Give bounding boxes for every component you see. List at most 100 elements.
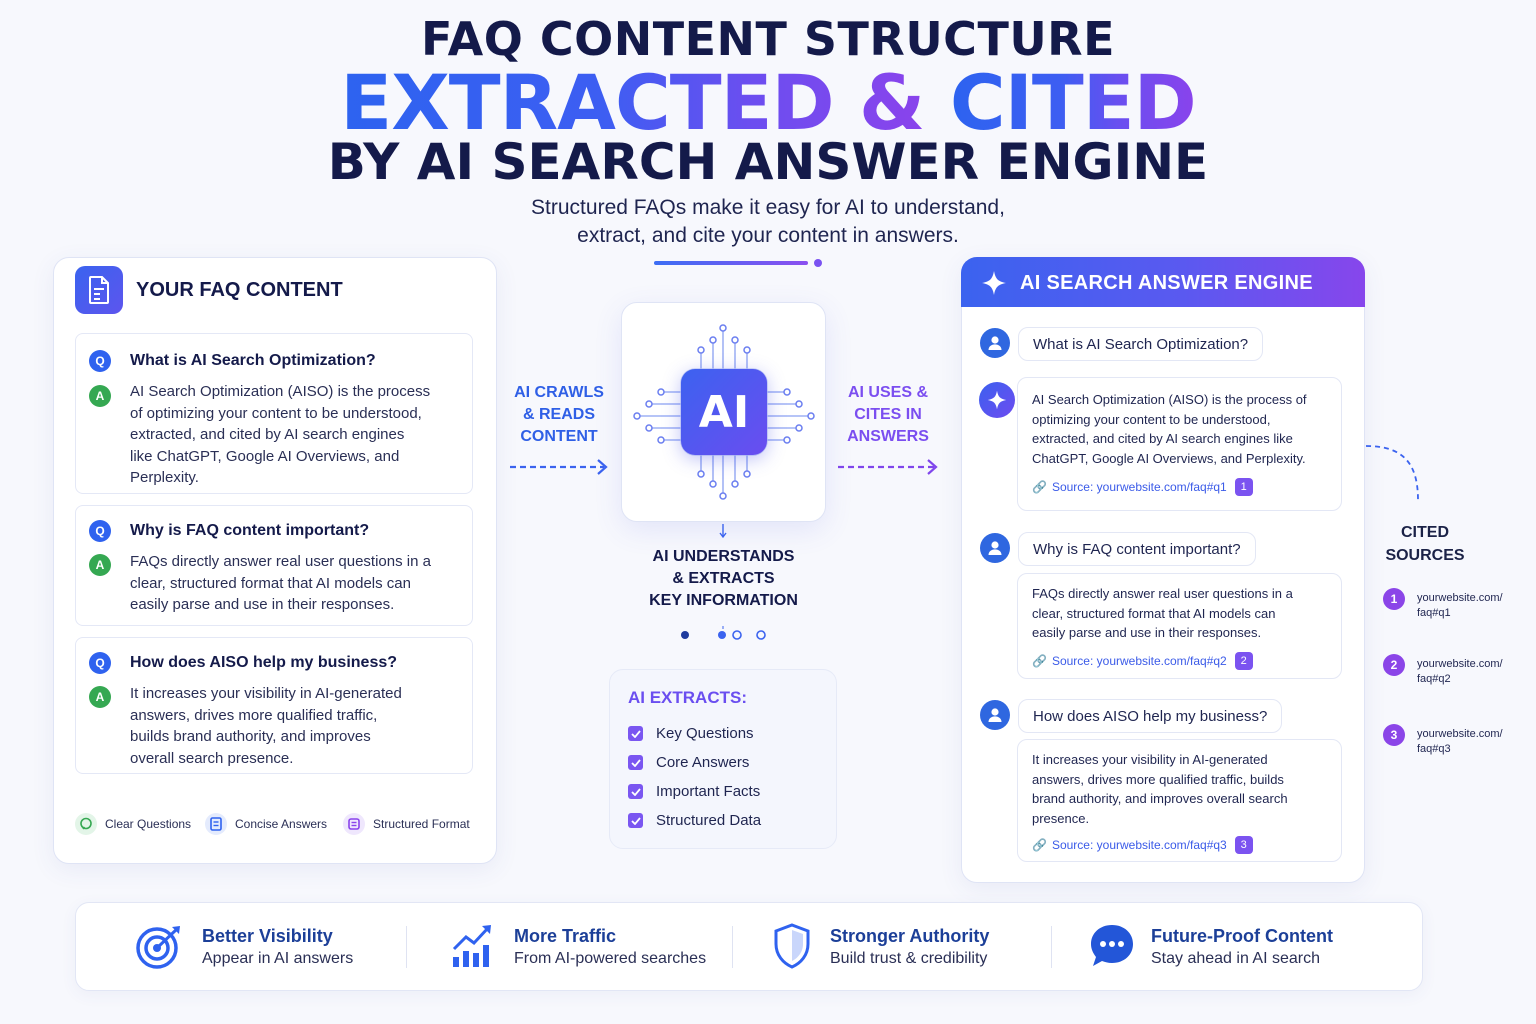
cited-title-line: SOURCES — [1385, 547, 1465, 564]
chat-bubble-icon — [1091, 925, 1133, 966]
extract-label: Important Facts — [656, 783, 761, 800]
document-icon — [75, 266, 123, 314]
headline-main-part-b: CITED — [949, 58, 1197, 147]
answer-line: overall search presence. — [130, 749, 294, 767]
flow-line: KEY INFORMATION — [649, 592, 798, 609]
source-link-3[interactable]: 🔗 Source: yourwebsite.com/faq#q3 3 — [1032, 836, 1253, 854]
feature-label: Structured Format — [373, 817, 470, 831]
benefit-title: More Traffic — [514, 926, 617, 946]
question-badge: Q — [89, 350, 111, 372]
flow-line: AI CRAWLS — [514, 384, 604, 401]
ai-answer-bubble-3: It increases your visibility in AI-gener… — [1017, 739, 1342, 862]
user-avatar-icon — [980, 533, 1010, 563]
faq-answer-1: AI Search Optimization (AISO) is the pro… — [130, 381, 460, 489]
answer-badge: A — [89, 686, 111, 708]
headline-top: FAQ CONTENT STRUCTURE — [420, 12, 1116, 66]
extract-item: Core Answers — [628, 754, 749, 771]
ai-answer-text: FAQs directly answer real user questions… — [1032, 584, 1332, 643]
ai-extracts-title: AI EXTRACTS: — [628, 688, 747, 707]
cited-source-2[interactable]: 2 yourwebsite.com/ faq#q2 — [1383, 654, 1517, 687]
ai-answer-bubble-2: FAQs directly answer real user questions… — [1017, 573, 1342, 679]
cite-url-line: yourwebsite.com/ — [1417, 658, 1503, 670]
checkbox-icon — [628, 755, 643, 770]
faq-item-3: Q How does AISO help my business? A It i… — [75, 637, 473, 774]
answer-line: FAQs directly answer real user questions… — [1032, 586, 1293, 601]
cite-url-line: faq#q1 — [1417, 607, 1451, 619]
answer-line: clear, structured format that AI models … — [130, 574, 411, 592]
headline-main: EXTRACTED & CITED — [0, 58, 1536, 147]
user-avatar-icon — [980, 700, 1010, 730]
growth-chart-icon — [452, 925, 491, 967]
source-text: Source: yourwebsite.com/faq#q1 — [1051, 480, 1227, 494]
headline-main-part-a: EXTRACTED & — [340, 58, 925, 147]
ai-chip: AI — [681, 369, 767, 455]
answer-line: answers, drives more qualified traffic, — [130, 706, 378, 724]
feature-clear-questions: Clear Questions — [75, 813, 191, 835]
subtitle: Structured FAQs make it easy for AI to u… — [0, 194, 1536, 250]
structure-icon — [343, 813, 365, 835]
ai-extracts-panel — [609, 669, 837, 849]
sparkle-icon — [982, 271, 1006, 295]
cite-url-line: faq#q3 — [1417, 743, 1451, 755]
answer-line: answers, drives more qualified traffic, … — [1032, 771, 1284, 787]
accent-line — [654, 261, 808, 265]
faq-question-3: How does AISO help my business? — [130, 654, 398, 671]
extract-item: Key Questions — [628, 725, 754, 742]
answer-line: It increases your visibility in AI-gener… — [1032, 752, 1268, 767]
cite-number: 2 — [1383, 654, 1405, 676]
cite-url: yourwebsite.com/ faq#q2 — [1417, 657, 1517, 687]
flow-understands-label: AI UNDERSTANDS & EXTRACTS KEY INFORMATIO… — [621, 546, 826, 612]
extract-label: Structured Data — [656, 812, 762, 829]
flow-crawl-label: AI CRAWLS & READS CONTENT — [505, 382, 613, 448]
flow-arrow-right-icon — [510, 459, 608, 475]
benefit-subtitle: Build trust & credibility — [830, 950, 988, 967]
shield-icon — [774, 923, 810, 969]
answer-line: FAQs directly answer real user questions… — [130, 553, 431, 570]
answer-line: brand authority, and improves overall se… — [1032, 791, 1288, 807]
benefit-subtitle: From AI-powered searches — [514, 950, 707, 967]
circuit-icon — [633, 324, 815, 500]
ai-avatar-icon — [979, 382, 1015, 418]
citation-number: 1 — [1234, 478, 1253, 496]
faq-answer-3: It increases your visibility in AI-gener… — [130, 683, 460, 769]
answer-badge: A — [89, 554, 111, 576]
flow-line: & EXTRACTS — [672, 570, 775, 587]
cite-url-line: yourwebsite.com/ — [1417, 728, 1503, 740]
document-small-icon — [205, 813, 227, 835]
benefit-divider — [406, 926, 407, 968]
flow-line: CONTENT — [520, 428, 598, 445]
extract-item: Structured Data — [628, 812, 761, 829]
cited-source-1[interactable]: 1 yourwebsite.com/ faq#q1 — [1383, 588, 1517, 621]
faq-question-2: Why is FAQ content important? — [130, 522, 370, 539]
answer-line: clear, structured format that AI models … — [1032, 605, 1276, 621]
flow-line: & READS — [522, 406, 595, 423]
benefit-subtitle: Stay ahead in AI search — [1151, 950, 1320, 967]
source-link-1[interactable]: 🔗 Source: yourwebsite.com/faq#q1 1 — [1032, 478, 1253, 496]
question-badge: Q — [89, 520, 111, 542]
target-icon — [136, 926, 180, 969]
faq-question-1: What is AI Search Optimization? — [130, 352, 376, 369]
extract-label: Key Questions — [656, 725, 754, 742]
benefit-subtitle: Appear in AI answers — [202, 950, 354, 967]
source-link-2[interactable]: 🔗 Source: yourwebsite.com/faq#q2 2 — [1032, 652, 1253, 670]
cited-source-3[interactable]: 3 yourwebsite.com/ faq#q3 — [1383, 724, 1517, 757]
answer-line: optimizing your content to be understood… — [1032, 411, 1271, 427]
cite-number: 3 — [1383, 724, 1405, 746]
cite-number: 1 — [1383, 588, 1405, 610]
checkbox-icon — [628, 784, 643, 799]
link-icon: 🔗 — [1032, 838, 1047, 852]
feature-structured-format: Structured Format — [343, 813, 470, 835]
faq-answer-2: FAQs directly answer real user questions… — [130, 551, 460, 616]
answer-line: extracted, and cited by AI search engine… — [1032, 431, 1293, 447]
benefit-traffic: More Traffic From AI-powered searches — [514, 926, 706, 968]
answer-line: easily parse and use in their responses. — [1032, 625, 1262, 641]
answer-line: AI Search Optimization (AISO) is the pro… — [1032, 392, 1307, 407]
engine-title: AI SEARCH ANSWER ENGINE — [1020, 272, 1313, 294]
ai-answer-bubble-1: AI Search Optimization (AISO) is the pro… — [1017, 377, 1342, 511]
user-question-bubble-3: How does AISO help my business? — [1018, 699, 1283, 733]
user-question-bubble-2: Why is FAQ content important? — [1018, 532, 1256, 566]
engine-header — [961, 257, 1365, 307]
benefit-title: Stronger Authority — [830, 926, 990, 946]
link-icon: 🔗 — [1032, 480, 1047, 494]
flow-line: AI UNDERSTANDS — [652, 548, 795, 565]
